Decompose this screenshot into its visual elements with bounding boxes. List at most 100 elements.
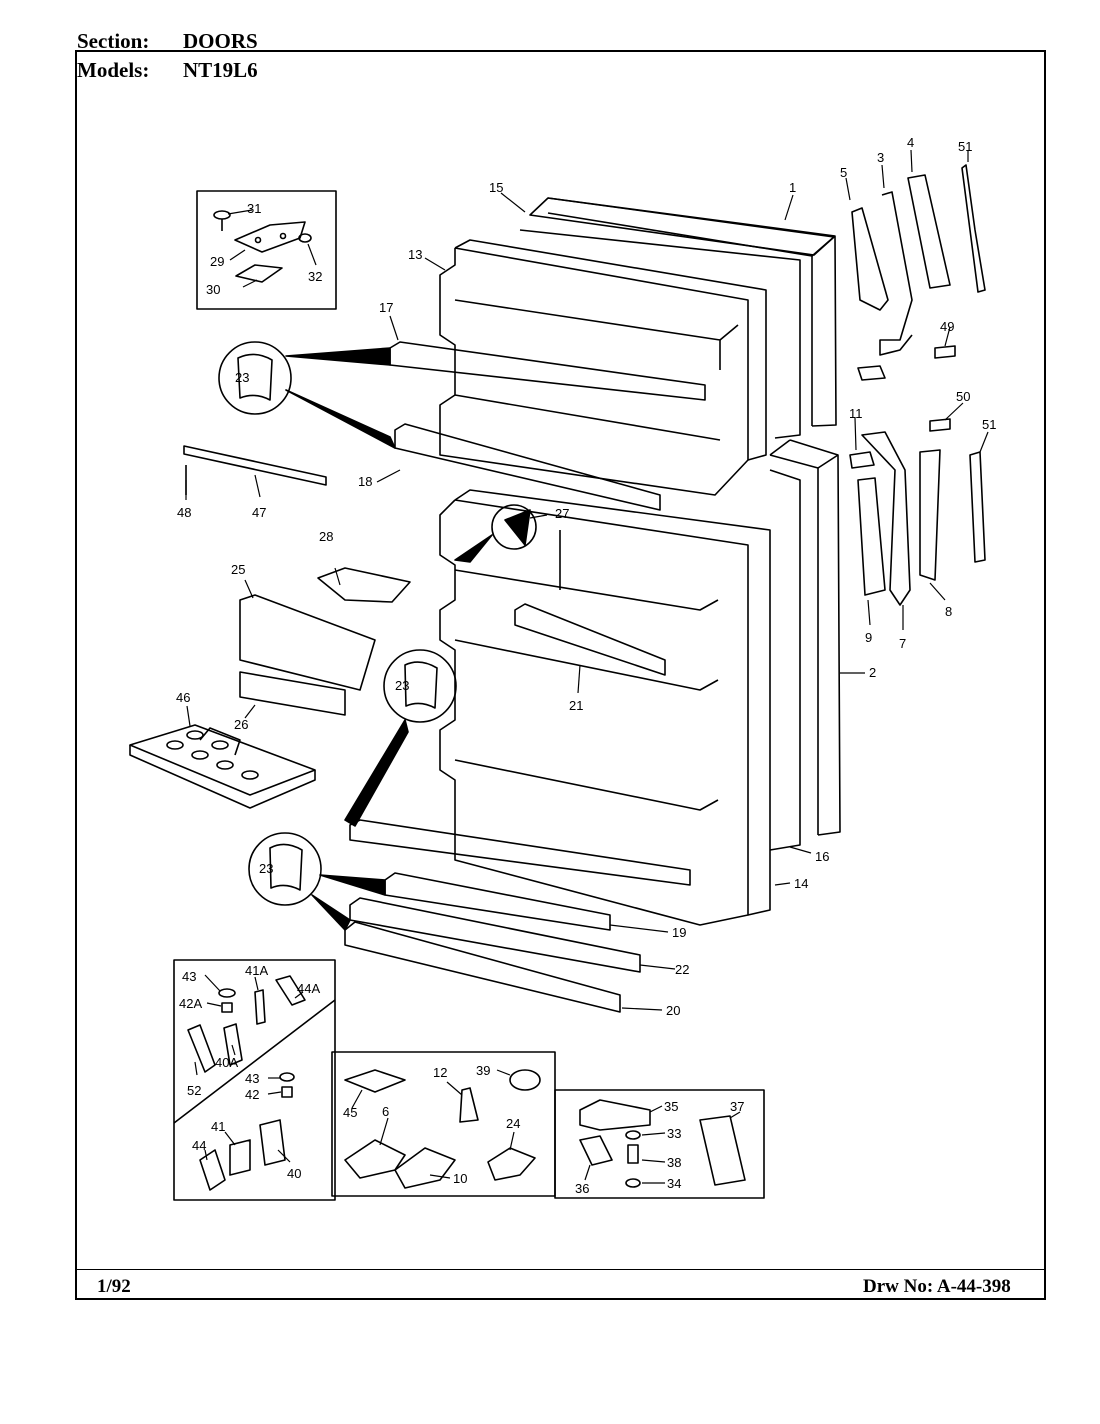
callout-4: 4: [907, 135, 914, 150]
callout-16: 16: [815, 849, 829, 864]
footer-date: 1/92: [97, 1276, 131, 1297]
callout-11: 11: [849, 406, 863, 421]
detail-circle-23-top: [218, 341, 292, 415]
callout-3: 3: [877, 150, 884, 165]
callout-18: 18: [358, 474, 372, 489]
bottom-hinge-parts: [187, 975, 306, 1191]
hinge-right-parts: [579, 1099, 746, 1188]
callout-51-top: 51: [958, 139, 972, 154]
part-7: [861, 431, 911, 606]
freezer-gasket: [519, 229, 801, 439]
callout-26: 26: [234, 717, 248, 732]
part-50: [929, 418, 951, 432]
fresh-food-door-outer-2: [769, 439, 841, 836]
callout-8: 8: [945, 604, 952, 619]
footer-drawing-number: Drw No: A-44-398: [863, 1276, 1011, 1297]
models-label: Models:: [77, 58, 150, 82]
leader-lines: [185, 149, 989, 1184]
callout-5: 5: [840, 165, 847, 180]
callout-20: 20: [666, 1003, 680, 1018]
callout-35: 35: [664, 1099, 678, 1114]
part-26: [239, 671, 346, 716]
callout-51-bottom: 51: [982, 417, 996, 432]
detail-circle-23-bottom: [248, 832, 322, 906]
callout-28: 28: [319, 529, 333, 544]
shelf-bar-18: [394, 423, 661, 511]
models-value: NT19L6: [183, 58, 258, 82]
callout-labels: 1 2 3 4 5 6 7 8 9 10 11 12 13 14 15 16 1…: [176, 135, 996, 1196]
shelf-bar-21: [514, 603, 666, 676]
fresh-food-door-liner-14: [439, 489, 771, 926]
callout-27: 27: [555, 506, 569, 521]
top-hinge-parts: [213, 210, 312, 283]
part-9: [857, 477, 886, 596]
callout-37: 37: [730, 1099, 744, 1114]
callout-44: 44: [192, 1138, 206, 1153]
part-8: [919, 449, 941, 581]
callout-48: 48: [177, 505, 191, 520]
detail-circle-23-mid: [383, 649, 457, 723]
callout-45: 45: [343, 1105, 357, 1120]
callout-29: 29: [210, 254, 224, 269]
bar-bottom-liner: [349, 819, 691, 886]
callout-31: 31: [247, 201, 261, 216]
callout-43-upper: 43: [182, 969, 196, 984]
callout-6: 6: [382, 1104, 389, 1119]
callout-19: 19: [672, 925, 686, 940]
callout-49: 49: [940, 319, 954, 334]
rod-47: [183, 445, 327, 486]
callout-21: 21: [569, 698, 583, 713]
callout-9: 9: [865, 630, 872, 645]
callout-22: 22: [675, 962, 689, 977]
callout-43-lower: 43: [245, 1071, 259, 1086]
callout-17: 17: [379, 300, 393, 315]
callout-41A: 41A: [245, 963, 268, 978]
part-51-top: [961, 164, 986, 293]
part-3: [879, 191, 913, 356]
gasket-16: [769, 469, 801, 851]
shelf-bar-17: [389, 341, 706, 401]
inset-box-top-hinge: [196, 190, 337, 310]
part-5: [851, 207, 889, 311]
callout-15: 15: [489, 180, 503, 195]
callout-41: 41: [211, 1119, 225, 1134]
callout-46: 46: [176, 690, 190, 705]
footer-divider: [77, 1269, 1044, 1270]
bar-19: [384, 872, 611, 931]
callout-1: 1: [789, 180, 796, 195]
callout-2: 2: [869, 665, 876, 680]
callout-33: 33: [667, 1126, 681, 1141]
callout-25: 25: [231, 562, 245, 577]
callout-23-bottom: 23: [259, 861, 273, 876]
wedge-23-top-b: [285, 389, 396, 449]
callout-34: 34: [667, 1176, 681, 1191]
callout-42A: 42A: [179, 996, 202, 1011]
callout-36: 36: [575, 1181, 589, 1196]
part-4: [907, 174, 951, 289]
callout-47: 47: [252, 505, 266, 520]
callout-50: 50: [956, 389, 970, 404]
part-28: [317, 567, 411, 603]
callout-39: 39: [476, 1063, 490, 1078]
inset-box-hinge-right: [554, 1089, 765, 1199]
callout-30: 30: [206, 282, 220, 297]
part-51-bottom: [969, 451, 986, 563]
callout-44A: 44A: [297, 981, 320, 996]
callout-23-top: 23: [235, 370, 249, 385]
callout-12: 12: [433, 1065, 447, 1080]
callout-32: 32: [308, 269, 322, 284]
inset-diagonal: [173, 999, 336, 1124]
detail-circle-27: [491, 504, 537, 550]
callout-40A: 40A: [215, 1055, 238, 1070]
callout-38: 38: [667, 1155, 681, 1170]
bar-20: [344, 921, 621, 1013]
hinge-plate-upper: [857, 365, 886, 381]
callout-40: 40: [287, 1166, 301, 1181]
drawing-frame: [75, 50, 1046, 1300]
callout-7: 7: [899, 636, 906, 651]
freezer-door-outer-1: [547, 197, 837, 427]
ice-tray-46: [129, 724, 316, 809]
top-gasket-15: [529, 197, 835, 256]
section-label: Section:: [77, 29, 150, 53]
